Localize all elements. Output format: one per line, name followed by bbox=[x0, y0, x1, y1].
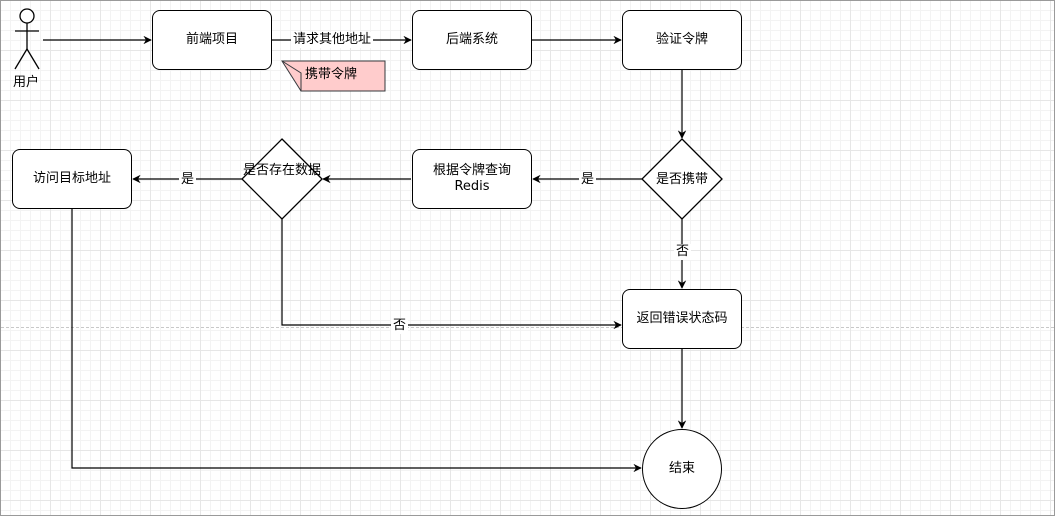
node-verify-token-label: 验证令牌 bbox=[655, 32, 708, 47]
node-visit-target[interactable]: 访问目标地址 bbox=[12, 149, 132, 209]
node-query-redis-label: 根据令牌查询Redis bbox=[432, 163, 511, 194]
node-backend-label: 后端系统 bbox=[445, 32, 498, 47]
edge-label-data-exists-yes: 是 bbox=[179, 172, 197, 188]
node-end[interactable]: 结束 bbox=[642, 429, 722, 509]
actor-figure-icon[interactable] bbox=[14, 8, 40, 70]
note-label: 携带令牌 bbox=[305, 67, 358, 82]
node-frontend-label: 前端项目 bbox=[185, 32, 238, 47]
edge-exists-no-to-error[interactable] bbox=[281, 219, 622, 330]
edge-label-has-token-no: 否 bbox=[674, 244, 692, 260]
edge-visit-to-end[interactable] bbox=[71, 209, 642, 473]
edge-label-request-other: 请求其他地址 bbox=[291, 32, 374, 48]
node-verify-token[interactable]: 验证令牌 bbox=[622, 10, 742, 70]
decision-data-exists[interactable] bbox=[241, 138, 323, 220]
decision-has-token[interactable] bbox=[641, 138, 723, 220]
node-return-error-label: 返回错误状态码 bbox=[636, 311, 728, 326]
node-visit-target-label: 访问目标地址 bbox=[32, 171, 111, 186]
edge-label-data-exists-no: 否 bbox=[391, 318, 409, 334]
decision-data-exists-label: 是否存在数据 bbox=[242, 163, 321, 178]
decision-has-token-label: 是否携带 bbox=[655, 172, 708, 187]
node-return-error[interactable]: 返回错误状态码 bbox=[622, 289, 742, 349]
node-backend[interactable]: 后端系统 bbox=[412, 10, 532, 70]
node-query-redis[interactable]: 根据令牌查询Redis bbox=[412, 149, 532, 209]
actor-label: 用户 bbox=[13, 75, 40, 90]
node-end-label: 结束 bbox=[668, 461, 695, 476]
edge-label-has-token-yes: 是 bbox=[579, 172, 597, 188]
note-shape[interactable] bbox=[281, 60, 386, 92]
page-break-line bbox=[1, 327, 1054, 328]
node-frontend[interactable]: 前端项目 bbox=[152, 10, 272, 70]
